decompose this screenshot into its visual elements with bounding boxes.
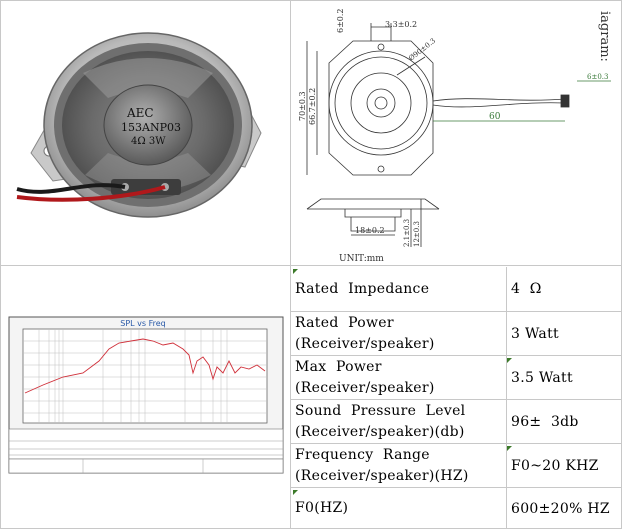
divider-row-4 [291, 443, 622, 444]
row-marker [293, 269, 298, 274]
spec-label: Frequency Range (Receiver/speaker)(HZ) [295, 446, 469, 484]
divider-horizontal-main [1, 265, 622, 266]
dim-magnet-diameter: 18±0.2 [355, 226, 385, 235]
dim-frame-depth: 2.1±0.3 [403, 219, 411, 247]
photo-brand: AEC [126, 106, 154, 120]
graph-title: SPL vs Freq [120, 319, 165, 328]
spec-value: 96± 3db [511, 413, 579, 430]
photo-model: 153ANP03 [121, 121, 181, 134]
spec-label: Sound Pressure Level (Receiver/speaker)(… [295, 402, 466, 440]
spec-row-spl: Sound Pressure Level (Receiver/speaker)(… [291, 400, 622, 443]
divider-row-3 [291, 399, 622, 400]
row-marker [293, 490, 298, 495]
spec-row-f0: F0(HZ) 600±20% HZ [291, 488, 622, 529]
speaker-photo: AEC 153ANP03 4Ω 3W [3, 3, 289, 263]
spec-row-rated-power: Rated Power (Receiver/speaker) 3 Watt [291, 312, 622, 355]
dim-frame-height: 66.7±0.2 [308, 88, 317, 125]
spec-value: 3 Watt [511, 325, 559, 342]
dim-overall-height: 70±0.3 [298, 91, 307, 121]
spec-row-impedance: Rated Impedance 4 Ω [291, 267, 622, 311]
photo-rating: 4Ω 3W [131, 136, 166, 147]
dim-top-width: 3.3±0.2 [385, 20, 417, 29]
spec-row-max-power: Max Power (Receiver/speaker) 3.5 Watt [291, 356, 622, 399]
dimension-drawing: 3.3±0.2 6±0.2 70±0.3 66.7±0.2 Ø90±0.3 60… [293, 3, 621, 264]
divider-row-5 [291, 487, 622, 488]
drawing-unit-label: UNIT:mm [339, 254, 384, 263]
row-marker [507, 446, 512, 451]
spec-label: F0(HZ) [295, 500, 349, 516]
spec-value: 600±20% HZ [511, 500, 610, 517]
spec-label: Max Power (Receiver/speaker) [295, 358, 435, 396]
divider-vertical-values [506, 267, 507, 529]
row-marker [507, 358, 512, 363]
dim-wire-length: 60 [489, 112, 501, 122]
divider-row-2 [291, 355, 622, 356]
spec-label: Rated Power (Receiver/speaker) [295, 314, 435, 352]
divider-row-1 [291, 311, 622, 312]
dim-connector: 6±0.3 [587, 73, 608, 81]
dim-total-depth: 12±0.3 [413, 221, 421, 247]
drawing-side-title: iagram: [597, 11, 612, 62]
spl-graph: SPL vs Freq [3, 269, 289, 527]
spec-value: 4 Ω [511, 281, 542, 297]
spec-value: F0~20 KHZ [511, 457, 599, 474]
dim-ear-height: 6±0.2 [336, 8, 345, 33]
spec-row-frequency-range: Frequency Range (Receiver/speaker)(HZ) F… [291, 444, 622, 487]
spec-label: Rated Impedance [295, 280, 430, 297]
spec-value: 3.5 Watt [511, 369, 573, 386]
